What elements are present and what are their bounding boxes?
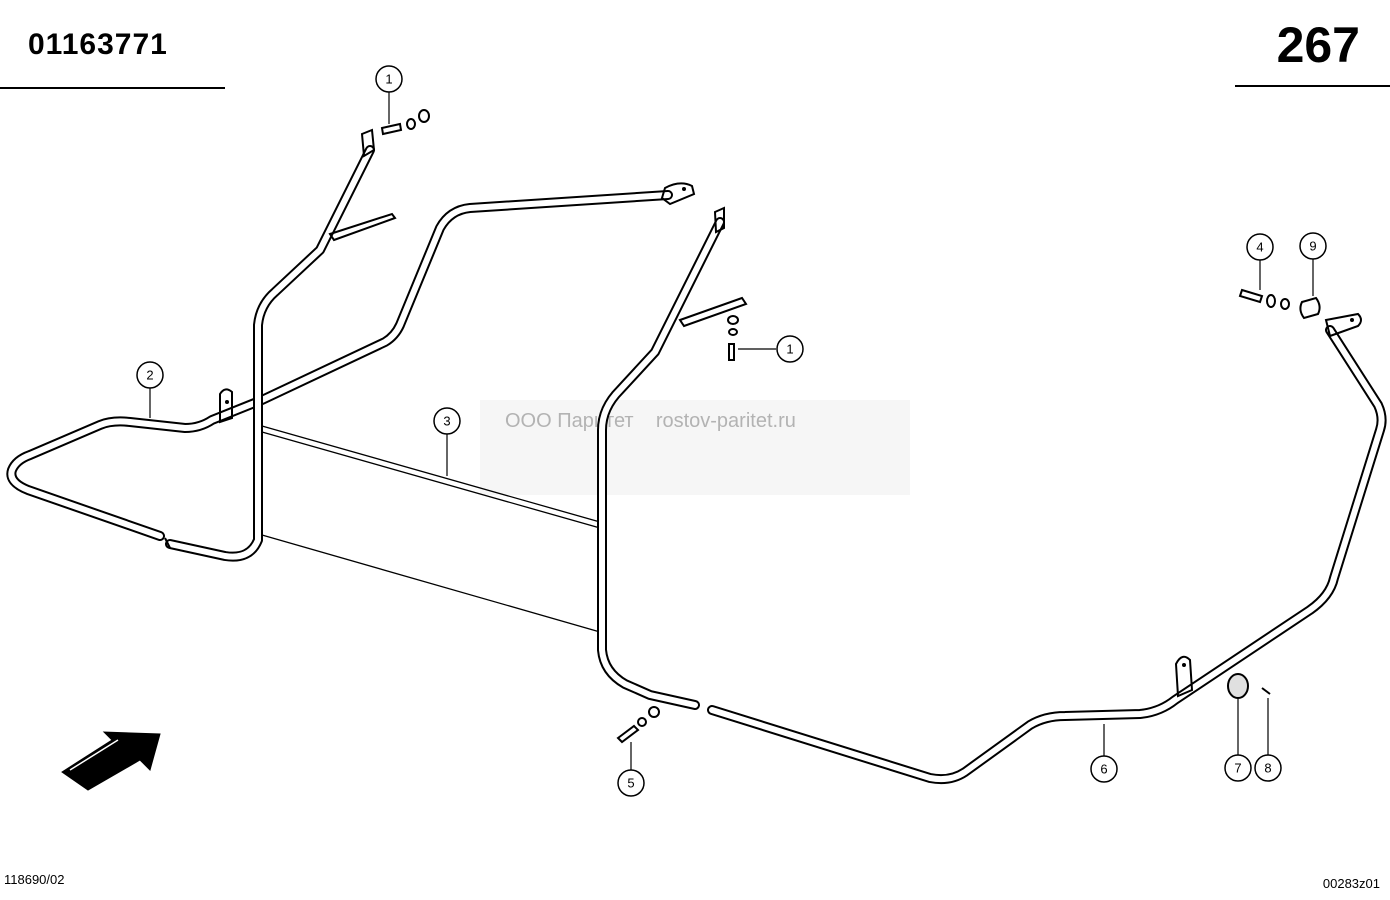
header-rule-left xyxy=(0,87,225,89)
callout-label: 1 xyxy=(786,342,793,357)
callout-label: 2 xyxy=(146,368,153,383)
callout-label: 4 xyxy=(1256,240,1263,255)
board-part-3 xyxy=(261,425,601,633)
callout-7: 7 xyxy=(1224,754,1252,782)
hardware-parts xyxy=(380,109,1321,744)
callout-1-top: 1 xyxy=(375,65,403,93)
callout-3: 3 xyxy=(433,407,461,435)
footer-right-code: 00283z01 xyxy=(1322,876,1380,891)
callout-8: 8 xyxy=(1254,754,1282,782)
leader-lines xyxy=(149,92,1314,770)
callout-label: 5 xyxy=(627,776,634,791)
callout-label: 9 xyxy=(1309,239,1316,254)
callout-6: 6 xyxy=(1090,755,1118,783)
callout-1-right: 1 xyxy=(776,335,804,363)
callout-label: 6 xyxy=(1100,762,1107,777)
part-number: 01163771 xyxy=(28,28,168,61)
callout-9: 9 xyxy=(1299,232,1327,260)
callout-label: 7 xyxy=(1234,761,1241,776)
watermark: ООО Паритет rostov-paritet.ru xyxy=(505,410,796,433)
footer-left-code: 118690/02 xyxy=(4,872,65,887)
callouts: 1 1 2 3 4 5 6 xyxy=(136,65,1327,797)
watermark-background xyxy=(480,400,910,495)
right-frame xyxy=(597,206,748,710)
callout-5: 5 xyxy=(617,769,645,797)
header-rule-right xyxy=(1235,85,1390,87)
watermark-company: ООО Паритет xyxy=(505,410,634,432)
callout-label: 8 xyxy=(1264,761,1271,776)
watermark-site: rostov-paritet.ru xyxy=(655,410,796,432)
right-tube-part-6 xyxy=(707,312,1387,785)
page-number: 267 xyxy=(1276,17,1360,73)
direction-arrow-icon xyxy=(61,731,161,791)
callout-4: 4 xyxy=(1246,233,1274,261)
callout-label: 1 xyxy=(385,72,392,87)
left-frame-part-2 xyxy=(6,128,696,562)
callout-label: 3 xyxy=(443,414,450,429)
callout-2: 2 xyxy=(136,361,164,389)
